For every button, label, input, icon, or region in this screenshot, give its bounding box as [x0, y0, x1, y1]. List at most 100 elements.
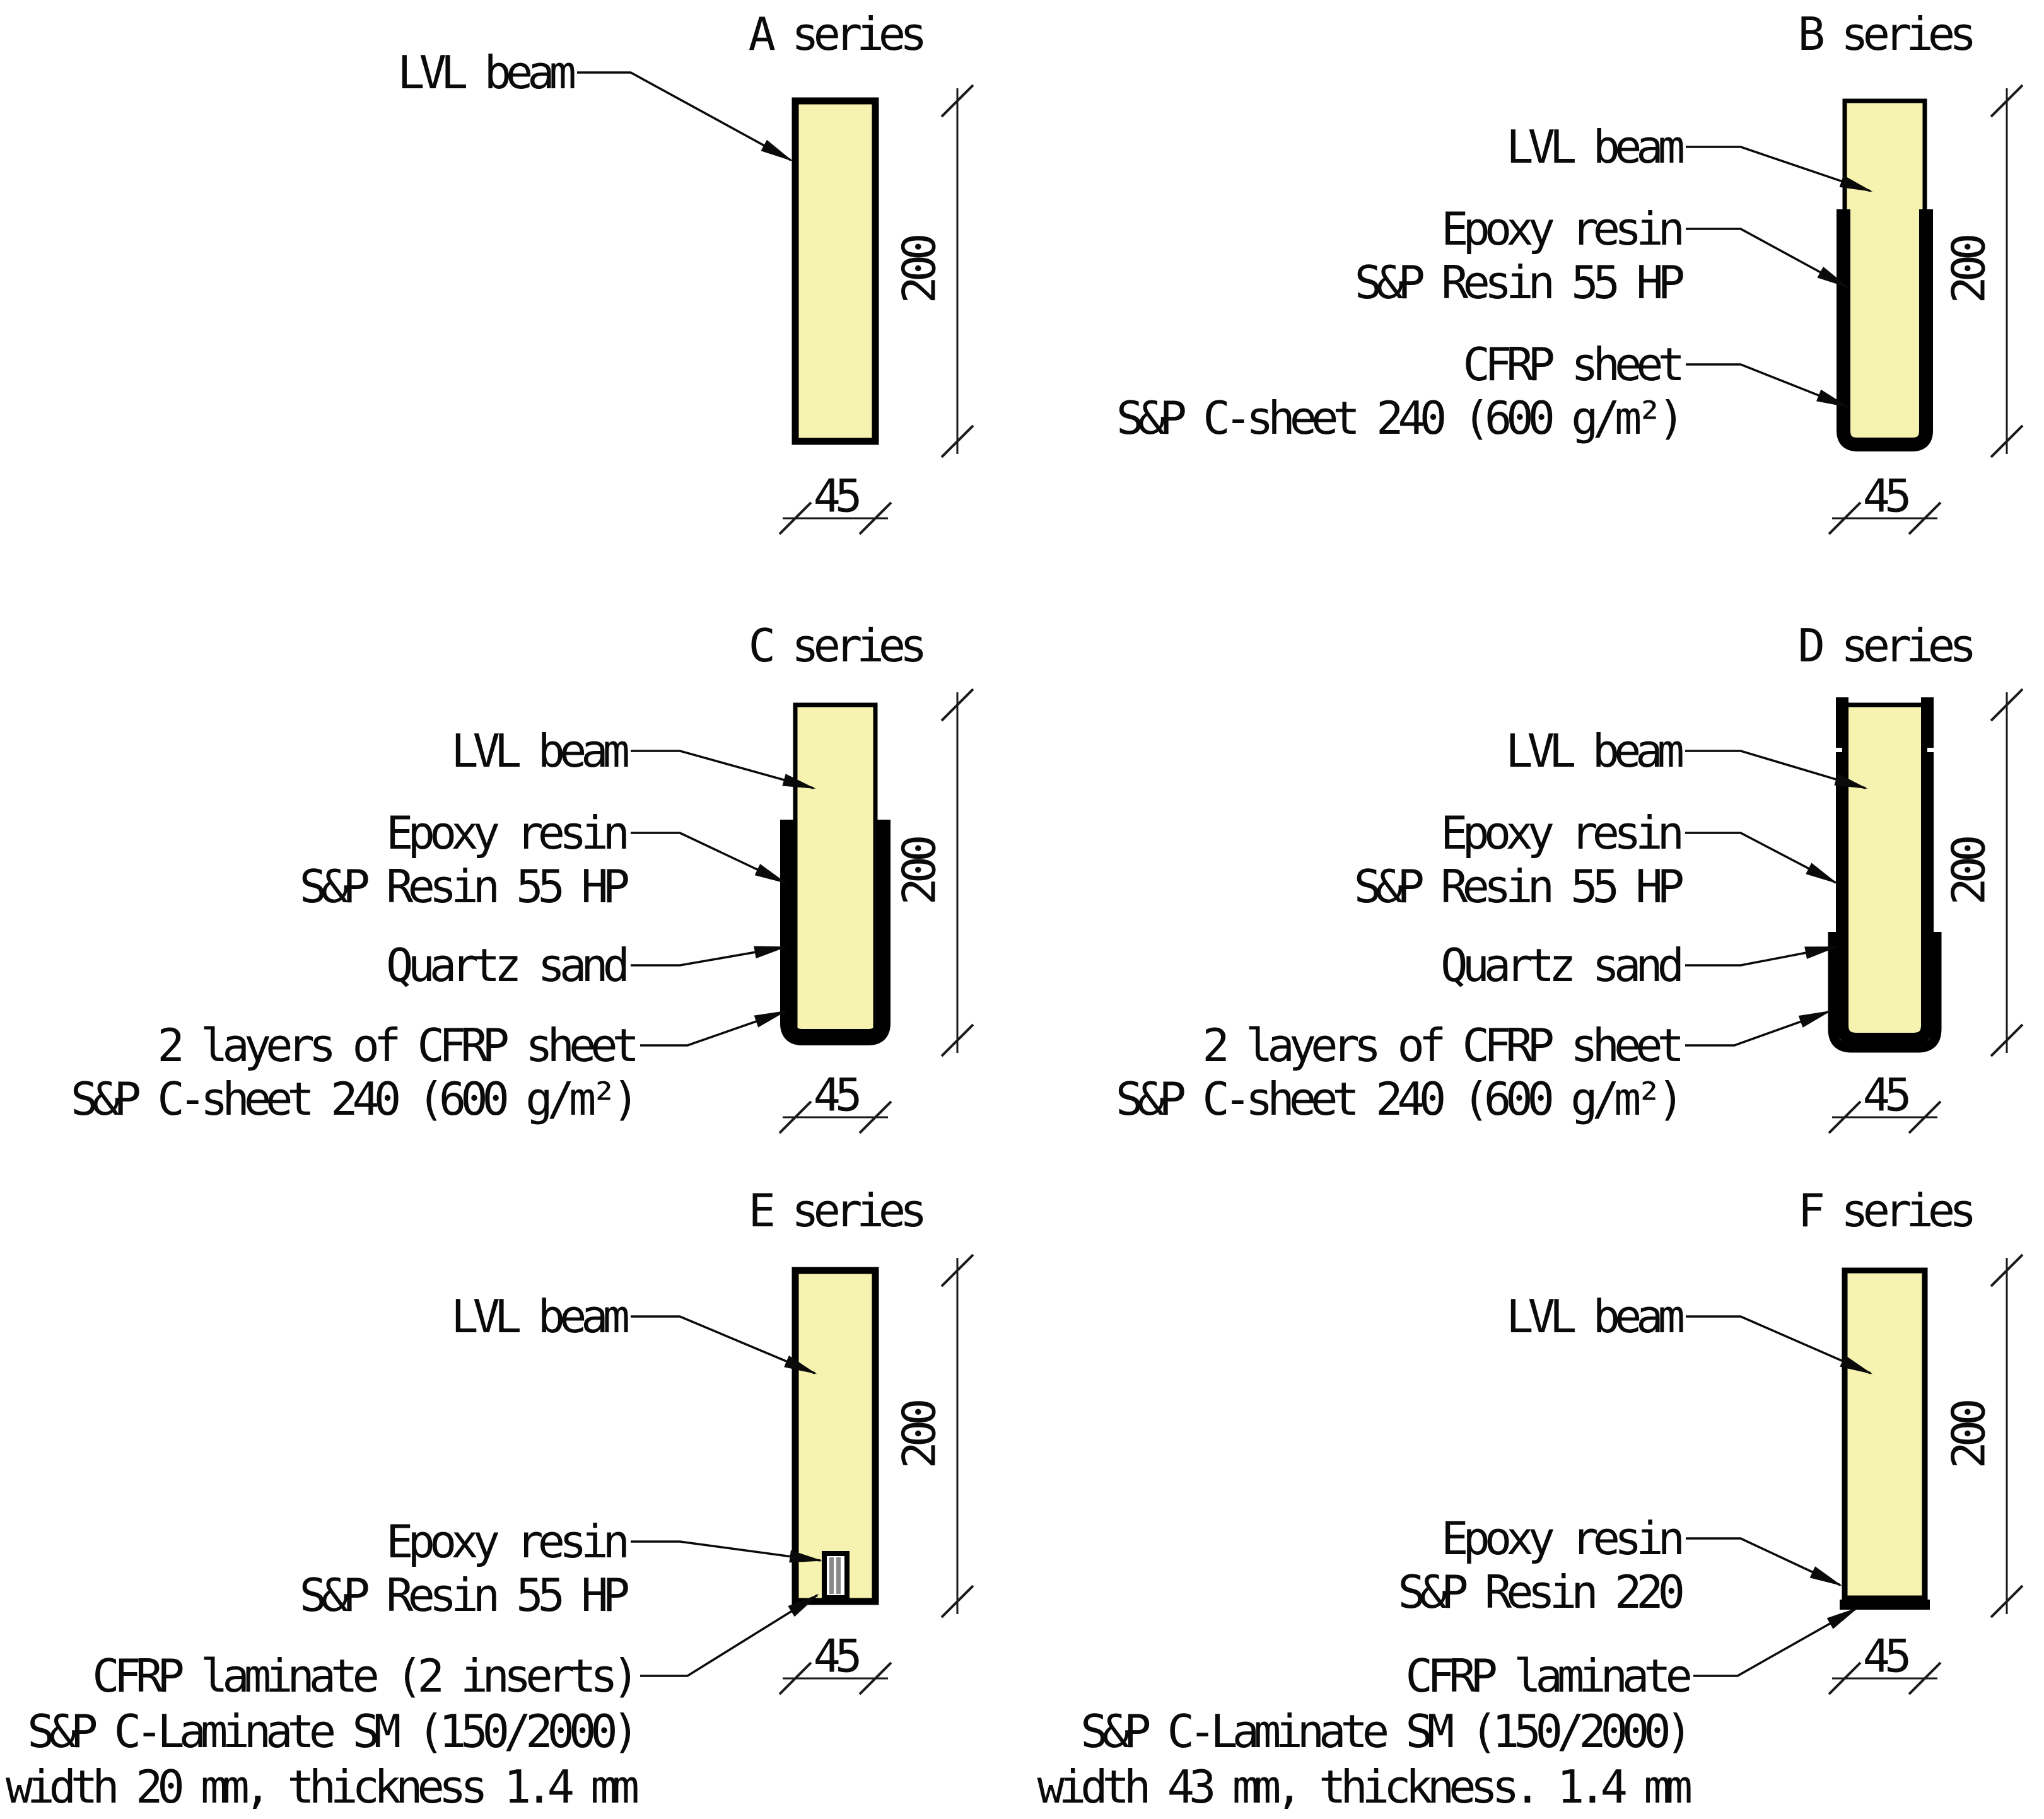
label-line: Epoxy resin	[386, 1515, 630, 1568]
cfrp-u-wrap-c	[780, 820, 891, 1045]
dim-width-value-d: 45	[1862, 1068, 1912, 1122]
panel-a-label-lvl-beam: LVL beam	[397, 46, 576, 100]
label-line: S&P Resin 55 HP	[1353, 860, 1685, 913]
beam-c	[793, 702, 878, 1043]
panel-d-title: D series	[1797, 619, 1977, 672]
dim-height-value-a: 200	[892, 238, 946, 304]
label-line: S&P C-Laminate SM (150/2000)	[27, 1705, 639, 1758]
leader-arrow-c-epoxy	[631, 832, 788, 884]
dim-height-b	[1990, 84, 2024, 458]
leader-arrow-c-cfrp	[640, 1010, 788, 1047]
label-line: 2 layers of CFRP sheet	[157, 1019, 639, 1072]
dim-height-f	[1990, 1253, 2024, 1619]
panel-b-label-cfrp-sheet: CFRP sheet S&P C-sheet 240 (600 g/m²)	[1116, 338, 1685, 445]
leader-arrow-f-cfrp	[1693, 1607, 1859, 1677]
label-line: 2 layers of CFRP sheet	[1202, 1019, 1685, 1072]
leader-arrow-b-lvl-beam	[1686, 146, 1873, 192]
dim-width-value-f: 45	[1862, 1629, 1912, 1683]
leader-arrow-f-epoxy	[1686, 1537, 1843, 1586]
cfrp-laminate-insert-1	[829, 1557, 834, 1594]
panel-f-title: F series	[1797, 1184, 1977, 1237]
label-line: S&P Resin 220	[1398, 1566, 1685, 1619]
label-line: width 43 mm, thickness. 1.4 mm	[1037, 1760, 1693, 1813]
panel-b-label-epoxy-resin: Epoxy resin S&P Resin 55 HP	[1354, 202, 1685, 310]
leader-arrow-e-lvl-beam	[631, 1315, 817, 1374]
dim-width-value-b: 45	[1862, 469, 1912, 523]
beam-f	[1842, 1267, 1928, 1601]
panel-c-label-lvl-beam: LVL beam	[451, 724, 630, 778]
leader-arrow-a-lvl-beam	[577, 71, 793, 161]
dim-height-value-e: 200	[892, 1403, 946, 1469]
cfrp-full-wrap-d	[1836, 697, 1934, 1045]
dim-height-c	[940, 688, 974, 1057]
cfrp-laminate-strip-f	[1840, 1600, 1930, 1610]
panel-b-title: B series	[1797, 8, 1977, 61]
panel-c-label-epoxy-resin: Epoxy resin S&P Resin 55 HP	[300, 806, 630, 914]
panel-e-label-cfrp-laminate: CFRP laminate (2 inserts) S&P C-Laminate…	[5, 1648, 639, 1815]
label-line: S&P C-Laminate SM (150/2000)	[1080, 1705, 1693, 1758]
label-line: S&P C-sheet 240 (600 g/m²)	[1115, 1072, 1685, 1125]
panel-d-label-cfrp-2-layers: 2 layers of CFRP sheet S&P C-sheet 240 (…	[1115, 1019, 1685, 1126]
cfrp-laminate-insert-2	[836, 1557, 841, 1594]
label-line: CFRP laminate (2 inserts)	[92, 1649, 639, 1702]
dim-width-f	[1828, 1661, 1942, 1695]
panel-b-label-lvl-beam: LVL beam	[1506, 120, 1685, 174]
dim-height-value-c: 200	[892, 840, 946, 905]
leader-arrow-c-quartz	[631, 946, 788, 967]
panel-d-label-epoxy-resin: Epoxy resin S&P Resin 55 HP	[1353, 806, 1685, 914]
panel-c-label-quartz-sand: Quartz sand	[386, 939, 630, 992]
leader-arrow-f-lvl-beam	[1686, 1315, 1873, 1374]
wrap-seam-notch-right-d	[1927, 748, 1934, 752]
label-line: S&P Resin 55 HP	[1354, 256, 1685, 309]
panel-f-label-cfrp-laminate: CFRP laminate S&P C-Laminate SM (150/200…	[1037, 1648, 1693, 1815]
leader-arrow-c-lvl-beam	[631, 750, 816, 789]
label-line: Epoxy resin	[1440, 806, 1685, 859]
dim-height-value-b: 200	[1942, 238, 1995, 304]
label-line: S&P C-sheet 240 (600 g/m²)	[70, 1072, 639, 1125]
leader-arrow-b-epoxy	[1686, 228, 1850, 288]
panel-d-label-lvl-beam: LVL beam	[1505, 724, 1685, 778]
label-line: width 20 mm, thickness 1.4 mm	[5, 1760, 639, 1813]
beam-d	[1842, 702, 1927, 1043]
label-line: Epoxy resin	[1441, 202, 1685, 255]
dim-width-value-e: 45	[813, 1629, 863, 1683]
beam-b	[1842, 98, 1927, 444]
label-line: S&P C-sheet 240 (600 g/m²)	[1116, 392, 1685, 445]
dim-height-value-d: 200	[1942, 840, 1995, 905]
dim-width-value-a: 45	[813, 469, 863, 523]
dim-height-d	[1990, 688, 2024, 1057]
panel-e-label-lvl-beam: LVL beam	[451, 1290, 630, 1344]
label-line: LVL beam	[397, 46, 576, 99]
leader-arrow-b-cfrp	[1686, 363, 1850, 408]
leader-arrow-d-cfrp	[1685, 1010, 1832, 1047]
dim-width-value-c: 45	[813, 1068, 863, 1122]
leader-arrow-d-epoxy	[1685, 832, 1838, 884]
label-line: LVL beam	[1506, 120, 1685, 173]
leader-arrow-d-lvl-beam	[1685, 750, 1868, 789]
panel-a-title: A series	[748, 8, 928, 61]
dim-width-c	[778, 1100, 892, 1134]
beam-e	[791, 1267, 879, 1605]
label-line: CFRP laminate	[1405, 1649, 1693, 1702]
cfrp-u-wrap-b	[1837, 209, 1933, 451]
cfrp-second-layer-d	[1828, 932, 1942, 1053]
panel-f-label-lvl-beam: LVL beam	[1506, 1290, 1685, 1344]
dim-width-b	[1828, 501, 1942, 535]
dim-height-a	[940, 84, 974, 458]
dim-height-e	[940, 1253, 974, 1619]
dim-width-d	[1828, 1100, 1942, 1134]
panel-c-title: C series	[748, 619, 928, 672]
dim-width-a	[778, 501, 892, 535]
label-line: Quartz sand	[386, 939, 630, 992]
label-line: CFRP sheet	[1463, 338, 1685, 391]
wrap-seam-notch-left-d	[1835, 748, 1842, 752]
panel-e-title: E series	[748, 1184, 928, 1237]
label-line: LVL beam	[451, 724, 630, 777]
panel-c-label-cfrp-2-layers: 2 layers of CFRP sheet S&P C-sheet 240 (…	[70, 1019, 639, 1126]
laminate-slot-e	[822, 1551, 850, 1600]
dim-width-e	[778, 1661, 892, 1695]
label-line: Epoxy resin	[386, 806, 630, 859]
label-line: LVL beam	[1506, 1290, 1685, 1343]
